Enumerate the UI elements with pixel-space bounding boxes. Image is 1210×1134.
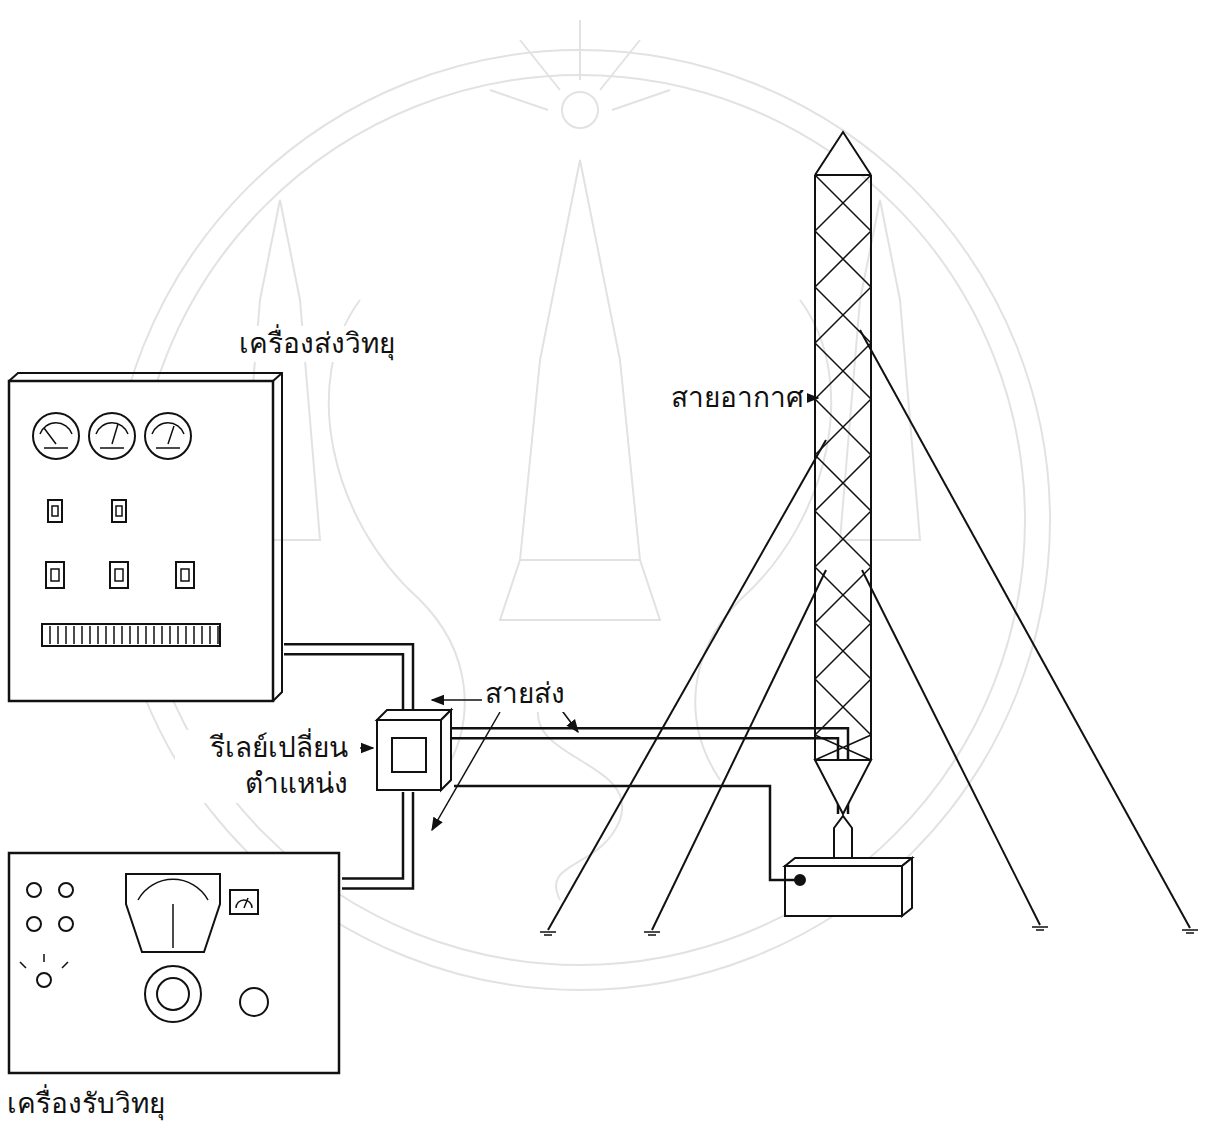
antenna-mast-outline [812, 130, 874, 816]
relay-box: รีเลย์เปลี่ยน ตำแหน่ง [375, 708, 453, 792]
guy-wires [548, 330, 1190, 930]
ground-stakes [540, 927, 1198, 935]
node-label: เครื่องส่งวิทยุ [236, 326, 398, 362]
transmitter-box: เครื่องส่งวิทยุ [8, 372, 284, 702]
feed-wire [284, 654, 403, 720]
ground-wire [454, 786, 795, 880]
leader-lines [360, 398, 818, 830]
feed-wire [443, 738, 838, 814]
node-label: สายอากาศ [668, 380, 807, 416]
feed-line [342, 792, 413, 888]
relay-box-outline [375, 708, 453, 792]
antenna-mast: สายอากาศ [812, 130, 874, 816]
feed-wire [342, 792, 413, 888]
transmitter-box-outline [8, 372, 284, 702]
feed-line [284, 644, 413, 720]
receiver-box-outline [8, 852, 342, 1076]
part-label: สายส่ง [482, 676, 568, 712]
feed-line [443, 728, 848, 814]
feed-wire [443, 728, 848, 814]
node-label: เครื่องรับวิทยุ [4, 1086, 168, 1122]
feed-wire [342, 792, 403, 878]
antenna-base [785, 816, 912, 916]
feed-wire [284, 644, 413, 720]
receiver-box: เครื่องรับวิทยุ [8, 852, 342, 1076]
node-label: รีเลย์เปลี่ยน ตำแหน่ง [175, 730, 351, 803]
